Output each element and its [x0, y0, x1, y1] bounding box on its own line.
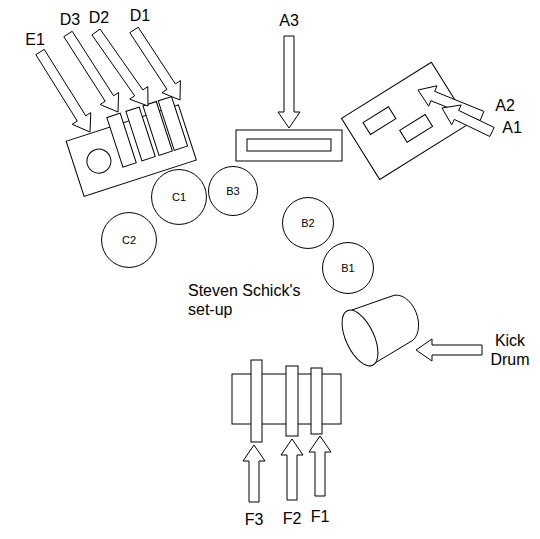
drum-circle: C2: [101, 212, 157, 268]
callout-arrow: [416, 339, 482, 361]
callout-label: E1: [25, 30, 45, 49]
callout-arrow: [281, 439, 303, 500]
callout-label: D3: [60, 10, 80, 29]
callout-arrow: [309, 436, 331, 496]
callout-label: D2: [89, 8, 109, 27]
bottom-drum-shape: [232, 360, 341, 442]
callout-arrow: [130, 27, 181, 100]
drum-label: B3: [226, 185, 239, 197]
callout-arrow: [442, 105, 494, 137]
drum-circle: B2: [282, 197, 334, 249]
drum-label: C2: [122, 234, 136, 246]
callout-label: A2: [495, 96, 515, 115]
drum-label: B1: [341, 262, 354, 274]
callout-label: D1: [130, 6, 150, 25]
drum-label: B2: [301, 217, 314, 229]
instrument-outlines: [63, 62, 469, 442]
a3-instrument: [236, 130, 342, 161]
callout-label: F1: [311, 507, 330, 526]
callout-arrow: [278, 36, 300, 128]
kick-drum-shape: [335, 295, 419, 371]
caption-label: Kick Drum: [485, 331, 535, 369]
drum-label: C1: [172, 191, 186, 203]
callout-label: F3: [245, 510, 264, 529]
drum-circle: B3: [208, 166, 258, 216]
drum-circle: C1: [151, 169, 207, 225]
callout-arrow: [243, 445, 265, 502]
callout-label: A3: [279, 11, 299, 30]
callout-label: F2: [283, 509, 302, 528]
callout-label: A1: [502, 118, 522, 137]
callout-arrows: [36, 27, 494, 502]
caption-label: Steven Schick's set-up: [188, 281, 308, 319]
drum-circle: B1: [322, 242, 374, 294]
